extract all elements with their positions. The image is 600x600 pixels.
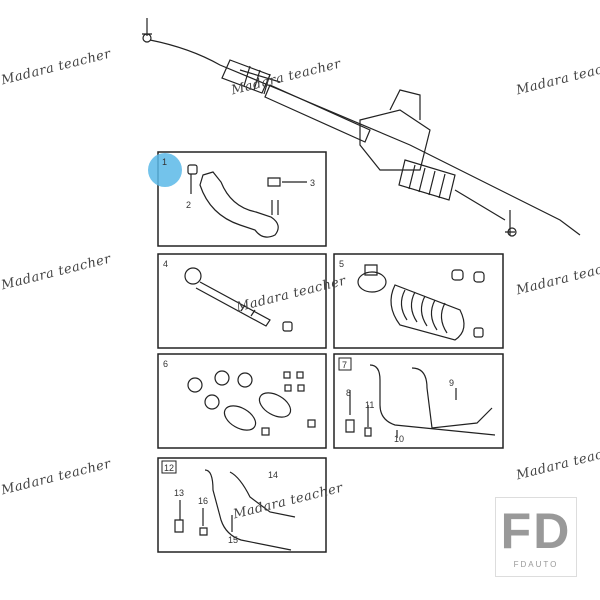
hydraulic-pipes bbox=[345, 364, 496, 438]
steering-rack-assembly bbox=[142, 18, 581, 237]
callout-1: 1 bbox=[162, 157, 167, 167]
boot-kit bbox=[187, 370, 316, 436]
box-frames bbox=[157, 151, 504, 553]
callout-16: 16 bbox=[198, 496, 208, 506]
callout-13: 13 bbox=[174, 488, 184, 498]
callout-11: 11 bbox=[365, 400, 374, 410]
callout-9: 9 bbox=[449, 378, 454, 388]
highlight-marker bbox=[148, 153, 182, 187]
callout-15: 15 bbox=[228, 535, 238, 545]
fdauto-logo: FD FDAUTO bbox=[495, 497, 577, 577]
callout-8: 8 bbox=[346, 388, 351, 398]
callout-14: 14 bbox=[268, 470, 278, 480]
callout-12: 12 bbox=[164, 463, 174, 473]
callout-4: 4 bbox=[163, 259, 168, 269]
logo-mark: FD bbox=[500, 503, 572, 559]
callout-5: 5 bbox=[339, 259, 344, 269]
inner-tie-rod bbox=[184, 267, 293, 332]
tie-rod-end bbox=[187, 164, 307, 238]
return-pipes bbox=[174, 469, 296, 551]
callout-7: 7 bbox=[342, 360, 347, 370]
callout-2: 2 bbox=[186, 200, 191, 210]
callout-labels: 1 2 3 4 5 6 7 8 9 10 11 12 13 14 15 16 bbox=[162, 157, 454, 545]
rack-boot bbox=[357, 264, 485, 341]
callout-6: 6 bbox=[163, 359, 168, 369]
callout-3: 3 bbox=[310, 178, 315, 188]
logo-name: FDAUTO bbox=[513, 560, 559, 569]
callout-10: 10 bbox=[394, 434, 404, 444]
